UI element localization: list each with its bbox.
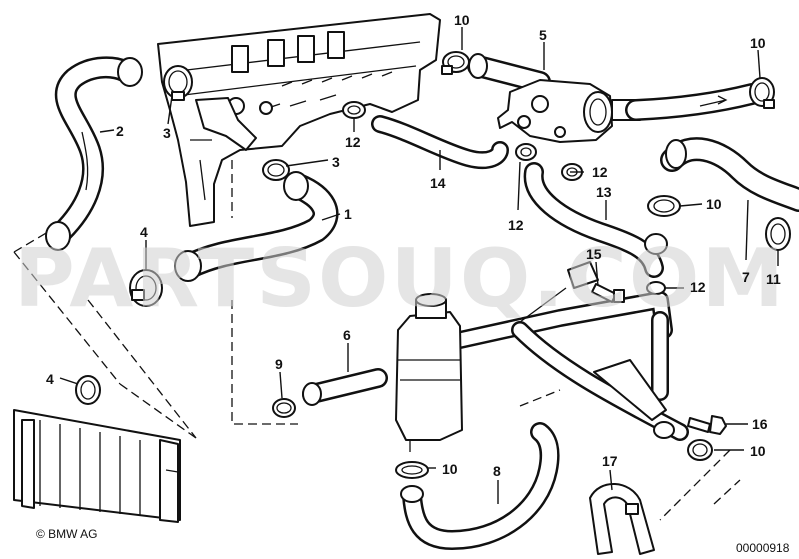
seal-ring-9 bbox=[272, 398, 296, 418]
watermark: PARTSOUQ.COM bbox=[14, 232, 786, 325]
callout-12-d: 12 bbox=[690, 279, 706, 295]
callout-14: 14 bbox=[430, 175, 446, 191]
pipe-5 bbox=[467, 53, 551, 93]
callout-12-b: 12 bbox=[508, 217, 524, 233]
radiator bbox=[13, 409, 181, 523]
hose-2 bbox=[45, 56, 143, 251]
bolt-16 bbox=[687, 415, 727, 435]
leader-lines bbox=[59, 27, 779, 504]
expansion-tank bbox=[395, 293, 463, 452]
hose-13 bbox=[523, 162, 668, 278]
bolt-15 bbox=[591, 283, 625, 303]
thermostat-housing bbox=[497, 79, 641, 143]
callout-16: 16 bbox=[752, 416, 768, 432]
callout-4-lower: 4 bbox=[46, 371, 54, 387]
hose-clamp-10-mid bbox=[647, 195, 681, 217]
callout-4-upper: 4 bbox=[140, 224, 148, 240]
callout-10-top: 10 bbox=[454, 12, 470, 28]
bracket-17 bbox=[589, 483, 655, 555]
assembly-lines bbox=[13, 231, 741, 521]
copyright-text: © BMW AG bbox=[36, 527, 98, 541]
callout-15: 15 bbox=[586, 246, 602, 262]
hose-14 bbox=[371, 115, 509, 170]
pipe-5-right bbox=[625, 83, 763, 121]
callout-7: 7 bbox=[742, 269, 750, 285]
callout-2: 2 bbox=[116, 123, 124, 139]
callout-11: 11 bbox=[766, 271, 781, 287]
hose-clamp-12-b bbox=[515, 143, 537, 161]
hose-clamp-10-low bbox=[687, 439, 713, 461]
hose-clamp-4-lower bbox=[75, 375, 101, 405]
callout-5: 5 bbox=[539, 27, 547, 43]
callout-3-upper: 3 bbox=[163, 125, 171, 141]
hose-6 bbox=[302, 368, 388, 406]
hose-clamp-11 bbox=[765, 217, 791, 251]
callout-12-a: 12 bbox=[345, 134, 361, 150]
callout-13: 13 bbox=[596, 184, 612, 200]
hose-1 bbox=[174, 171, 339, 282]
callout-3-lower: 3 bbox=[332, 154, 340, 170]
callout-10-right-top: 10 bbox=[750, 35, 766, 51]
callout-10-mid: 10 bbox=[706, 196, 722, 212]
callout-labels: 10 5 10 2 3 3 12 14 12 13 12 10 1 4 15 1… bbox=[46, 12, 781, 479]
hose-clamp-10-bottom bbox=[395, 461, 429, 479]
hose-clamp-3-upper bbox=[163, 65, 193, 101]
hose-7 bbox=[660, 137, 799, 212]
hose-clamp-12-a bbox=[342, 101, 366, 119]
hose-clamp-10-right-top bbox=[749, 77, 775, 109]
callout-9: 9 bbox=[275, 356, 283, 372]
callout-8: 8 bbox=[493, 463, 501, 479]
callout-1: 1 bbox=[344, 206, 352, 222]
callout-10-bottom: 10 bbox=[442, 461, 458, 477]
hose-clamp-3-lower bbox=[262, 159, 290, 181]
callout-17: 17 bbox=[602, 453, 618, 469]
engine-block bbox=[157, 13, 441, 227]
diagram-number: 00000918 bbox=[736, 541, 790, 555]
callout-12-c: 12 bbox=[592, 164, 608, 180]
callout-10-low: 10 bbox=[750, 443, 766, 459]
callout-6: 6 bbox=[343, 327, 351, 343]
hose-8 bbox=[400, 422, 560, 550]
hose-clamp-10-top bbox=[441, 51, 470, 75]
water-pipe-assembly bbox=[451, 261, 689, 441]
